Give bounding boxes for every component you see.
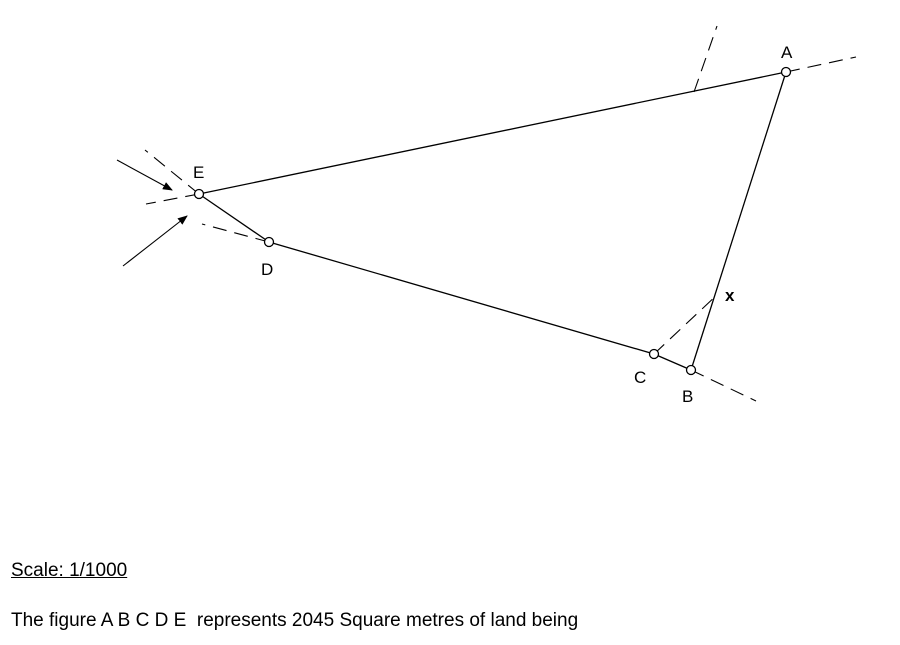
label-c: C <box>634 368 646 387</box>
extension-line-e-upper <box>144 149 200 195</box>
extension-line-e-lower <box>201 223 270 243</box>
label-e: E <box>193 163 204 182</box>
boundary-lines <box>198 71 787 371</box>
construction-lines <box>144 25 857 402</box>
extension-line-e-left <box>145 193 200 205</box>
extension-line-a <box>785 56 857 73</box>
line-b-c <box>653 353 692 371</box>
description-caption: The figure A B C D E represents 2045 Squ… <box>11 610 579 631</box>
line-e-a <box>198 71 787 195</box>
arrow-upper <box>116 159 173 191</box>
station-point-a <box>780 66 792 78</box>
line-a-b <box>690 71 787 371</box>
station-point-c <box>648 348 660 360</box>
offset-line-c-x <box>653 293 719 355</box>
extension-line-b <box>690 369 757 402</box>
line-c-d <box>268 241 655 355</box>
label-a: A <box>781 43 793 62</box>
perpendicular-line-top <box>693 25 718 93</box>
arrow-lower <box>122 215 188 267</box>
label-d: D <box>261 260 273 279</box>
arrows <box>116 159 188 267</box>
station-points <box>193 66 792 376</box>
scale-caption: Scale: 1/1000 <box>11 560 128 581</box>
label-b: B <box>682 387 693 406</box>
line-d-e <box>198 193 270 243</box>
label-x: x <box>725 286 735 305</box>
station-point-d <box>263 236 275 248</box>
station-point-b <box>685 364 697 376</box>
station-point-e <box>193 188 205 200</box>
